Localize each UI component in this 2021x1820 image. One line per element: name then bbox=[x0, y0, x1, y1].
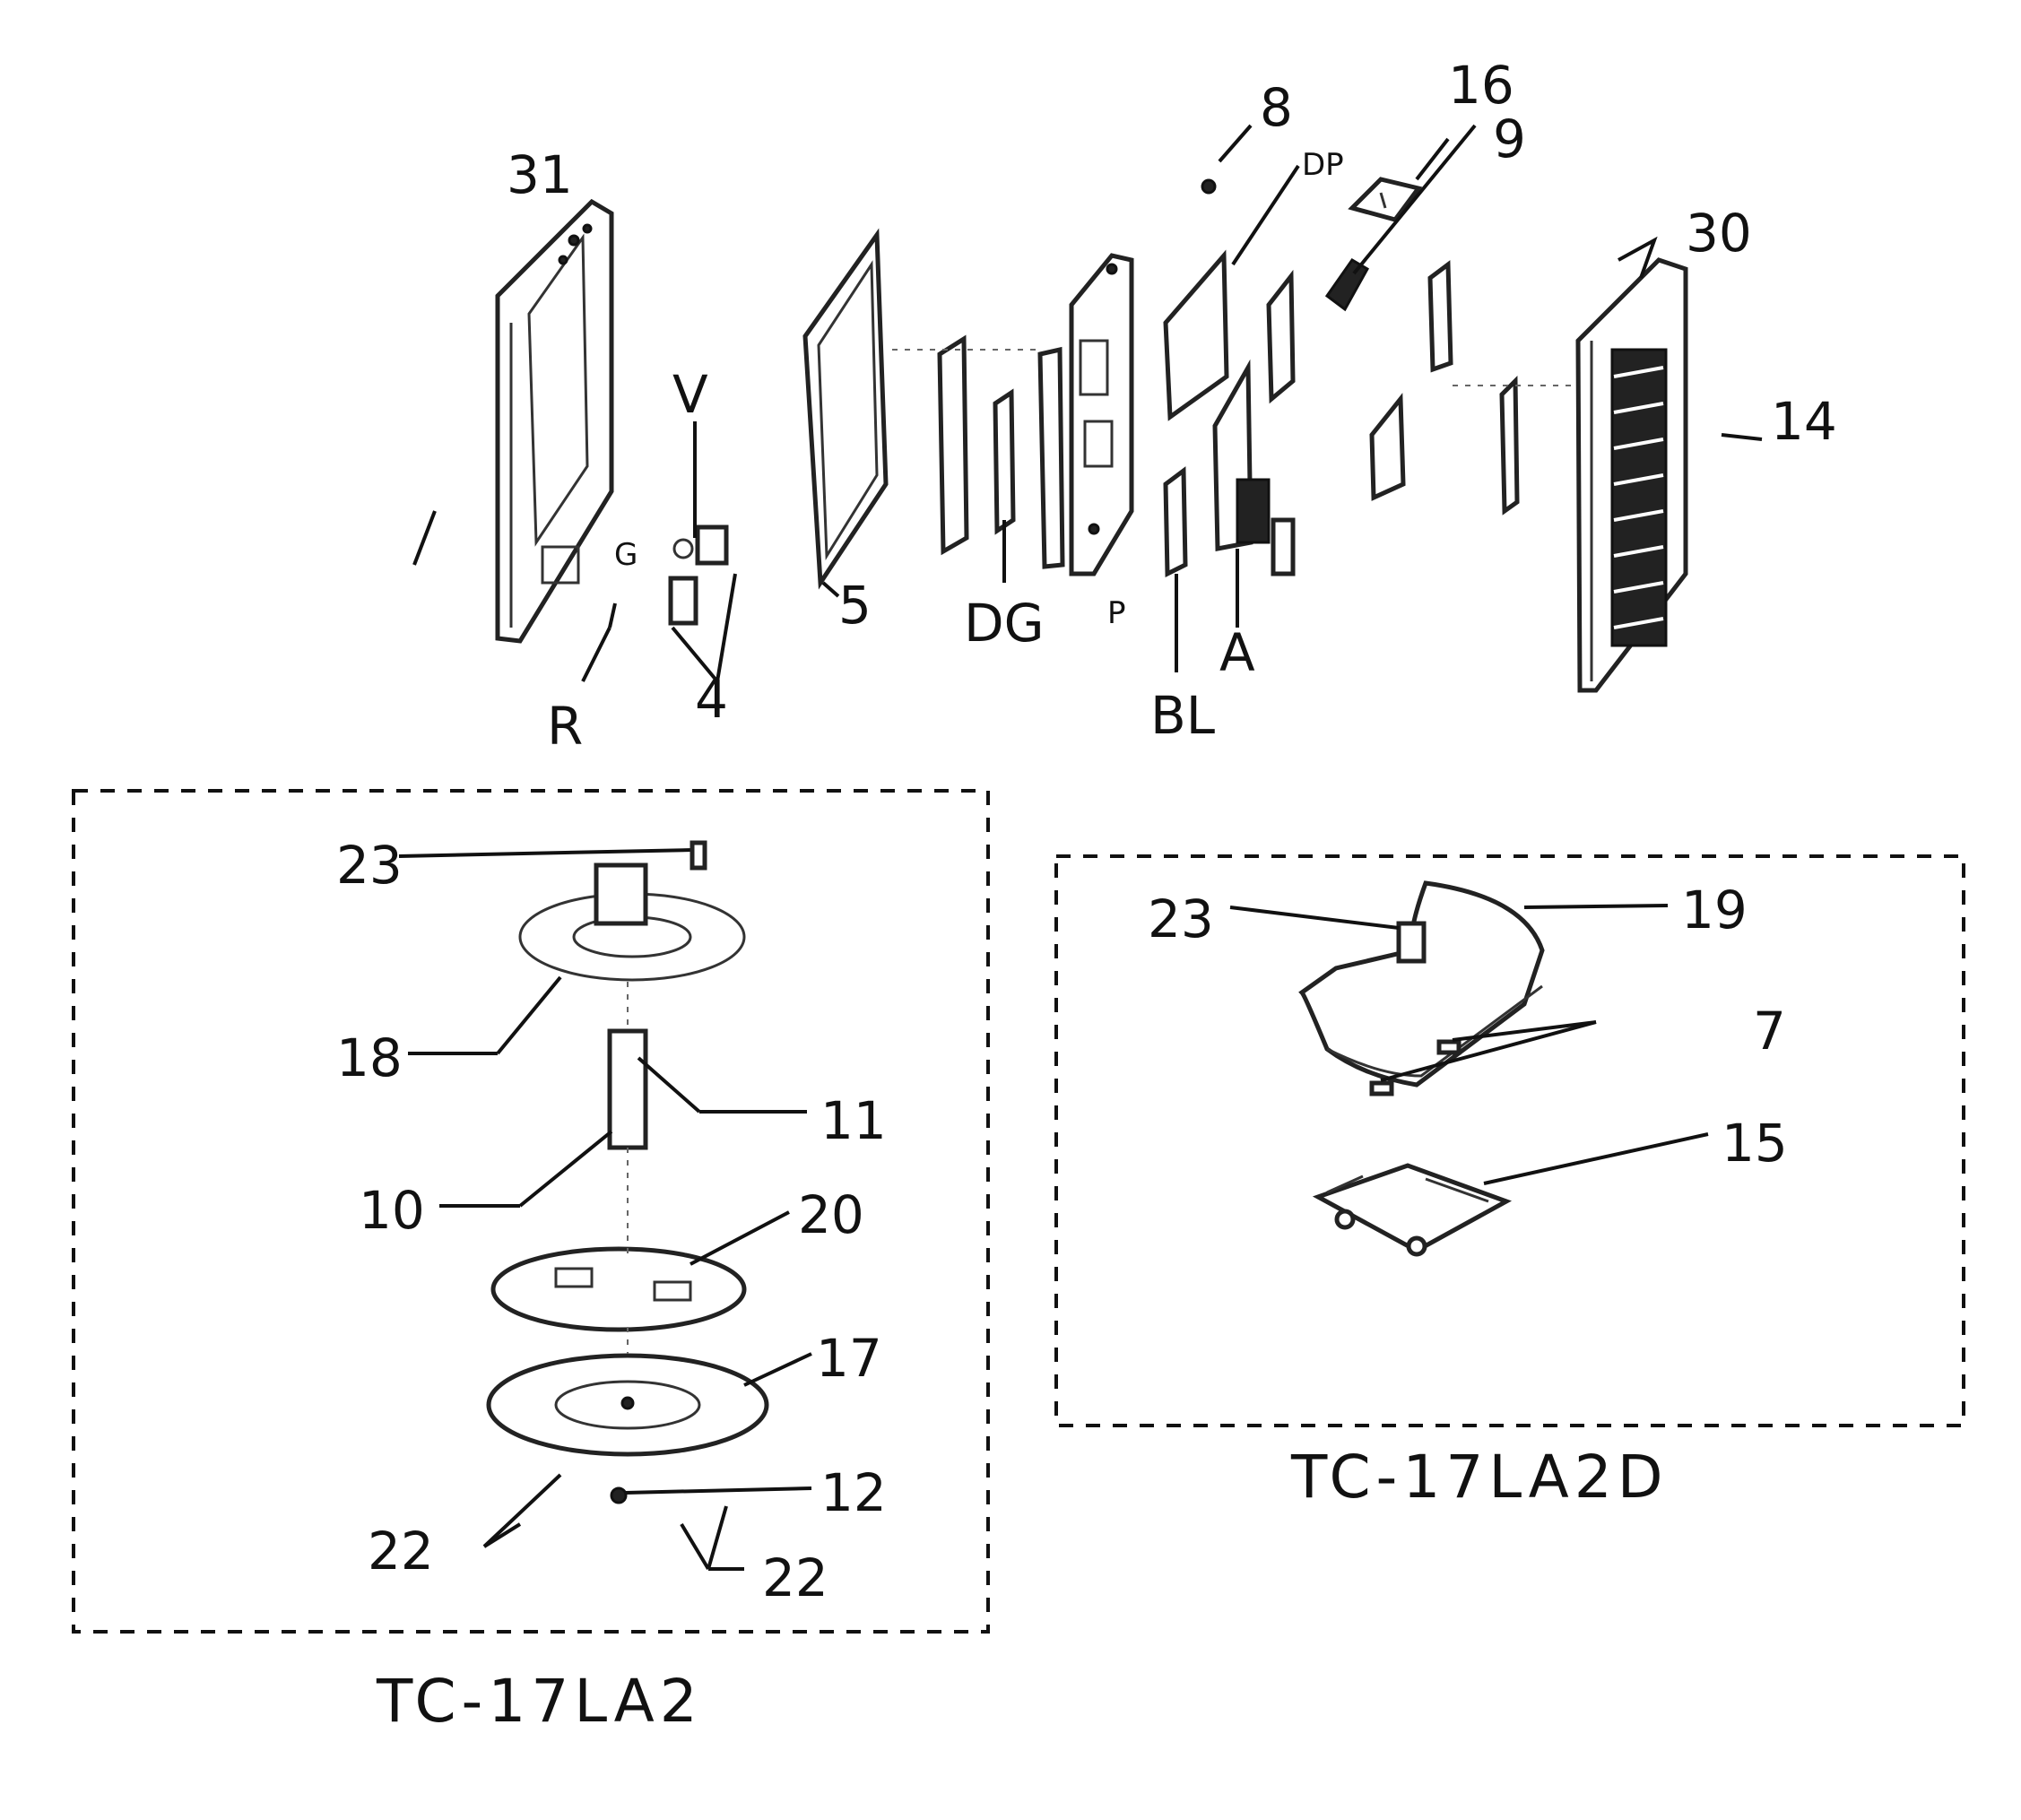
label-14: 14 bbox=[1771, 391, 1837, 452]
label-30: 30 bbox=[1686, 203, 1752, 264]
part-5-lcd-panel bbox=[802, 228, 889, 598]
label-11: 11 bbox=[820, 1090, 887, 1151]
part-17-turntable bbox=[486, 1327, 812, 1457]
part-P-chassis bbox=[892, 253, 1134, 576]
part-23-pin-left bbox=[398, 840, 707, 871]
label-22-right: 22 bbox=[762, 1547, 828, 1608]
label-V: V bbox=[672, 364, 708, 425]
part-DG-board bbox=[937, 334, 1016, 583]
part-A-BL-boards bbox=[1163, 260, 1453, 672]
label-8: 8 bbox=[1260, 77, 1293, 138]
labels: 31 8 16 9 DP 30 14 V 5 DG P A BL R 4 G 2… bbox=[336, 55, 1837, 1736]
label-17: 17 bbox=[816, 1328, 882, 1389]
label-16: 16 bbox=[1448, 55, 1514, 116]
part-12-22-screws bbox=[482, 1473, 812, 1571]
label-5: 5 bbox=[838, 575, 872, 636]
label-23-left: 23 bbox=[336, 835, 403, 896]
label-31: 31 bbox=[507, 144, 573, 205]
part-19-base-stand bbox=[1298, 880, 1669, 1088]
label-G: G bbox=[614, 537, 638, 573]
label-15: 15 bbox=[1722, 1113, 1788, 1174]
label-A: A bbox=[1219, 622, 1255, 683]
part-9-block bbox=[1324, 124, 1477, 312]
part-7-pads bbox=[1369, 1020, 1597, 1096]
part-15-bracket bbox=[1312, 1132, 1709, 1257]
caption-right-box: TC-17LA2D bbox=[1290, 1443, 1669, 1512]
label-20: 20 bbox=[798, 1184, 864, 1245]
label-BL: BL bbox=[1150, 685, 1215, 746]
caption-left-box: TC-17LA2 bbox=[376, 1667, 703, 1736]
part-23-pin-right bbox=[1229, 906, 1427, 964]
part-DP-board bbox=[1163, 124, 1300, 421]
vent-slots bbox=[1613, 366, 1664, 629]
part-30-14-rear-cover bbox=[1453, 236, 1763, 693]
label-9: 9 bbox=[1493, 108, 1526, 169]
label-DP: DP bbox=[1302, 147, 1344, 183]
part-11-10-neck bbox=[439, 982, 807, 1208]
right-box-outline bbox=[1054, 854, 1965, 1427]
part-31-front-bezel bbox=[412, 198, 614, 644]
label-18: 18 bbox=[336, 1027, 403, 1088]
label-10: 10 bbox=[359, 1180, 425, 1241]
label-R: R bbox=[547, 696, 583, 757]
label-12: 12 bbox=[820, 1462, 887, 1523]
part-16-board bbox=[1348, 137, 1450, 222]
label-22-left: 22 bbox=[368, 1521, 434, 1582]
label-DG: DG bbox=[964, 593, 1045, 654]
part-18-base-ring bbox=[408, 862, 746, 1055]
label-7: 7 bbox=[1753, 1001, 1786, 1062]
part-20-plate bbox=[490, 1148, 790, 1332]
label-P: P bbox=[1107, 595, 1126, 631]
part-R-4-V-controls bbox=[581, 421, 737, 686]
label-4: 4 bbox=[695, 669, 728, 730]
label-19: 19 bbox=[1681, 880, 1748, 940]
label-23-right: 23 bbox=[1148, 888, 1214, 949]
left-box-outline bbox=[72, 789, 990, 1634]
